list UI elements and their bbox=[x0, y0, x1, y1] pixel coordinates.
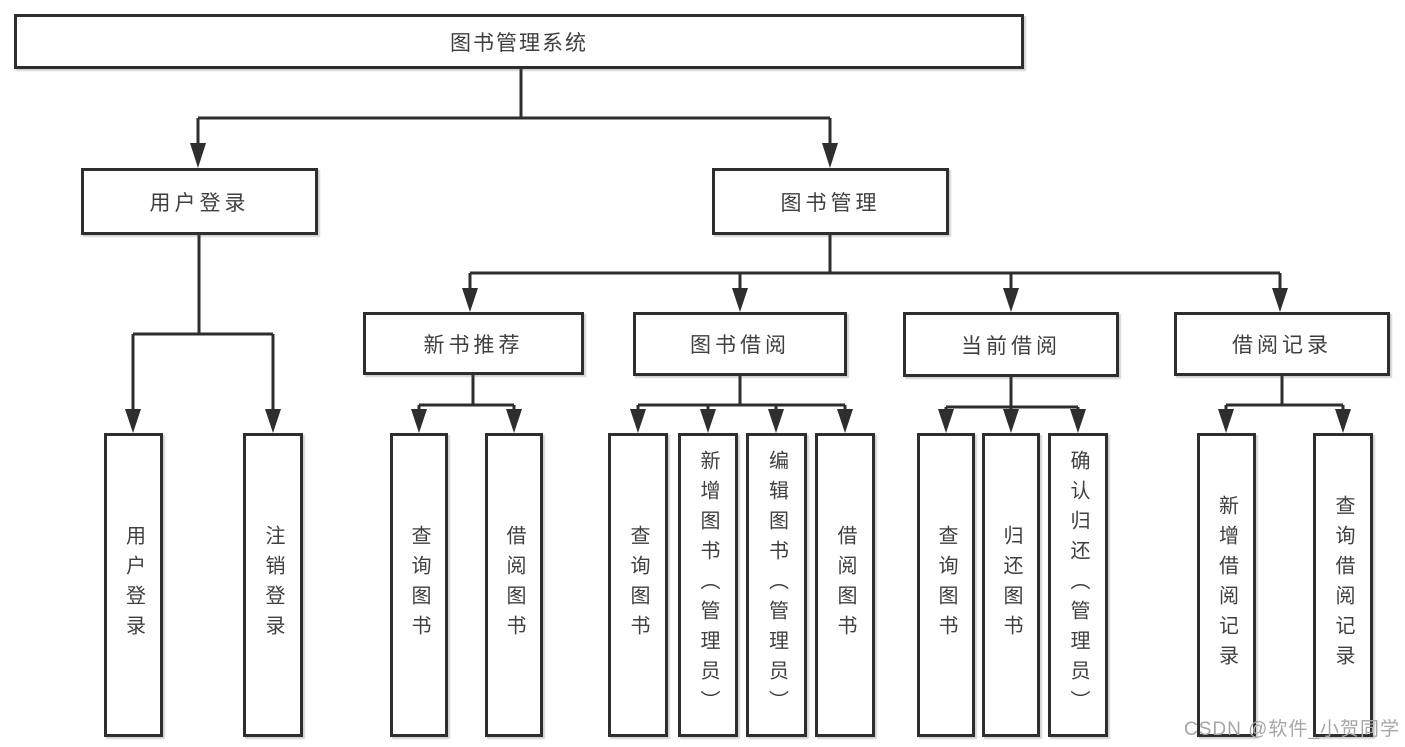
leaf-add-book-admin: 新增图书（管理员） bbox=[678, 433, 738, 737]
arrowhead-icon bbox=[1003, 288, 1019, 312]
arrowhead-icon bbox=[1218, 409, 1234, 433]
node-root: 图书管理系统 bbox=[14, 14, 1024, 69]
leaf-query-book-new: 查询图书 bbox=[390, 433, 448, 737]
node-book-management: 图书管理 bbox=[712, 168, 949, 235]
arrowheads bbox=[125, 143, 1351, 433]
node-user-login: 用户登录 bbox=[81, 168, 318, 235]
node-current-borrow: 当前借阅 bbox=[903, 312, 1119, 377]
arrowhead-icon bbox=[506, 409, 522, 433]
leaf-edit-book-admin: 编辑图书（管理员） bbox=[746, 433, 807, 737]
leaf-return-book: 归还图书 bbox=[982, 433, 1040, 737]
leaf-user-login: 用户登录 bbox=[104, 433, 163, 737]
arrowhead-icon bbox=[462, 288, 478, 312]
leaf-logout: 注销登录 bbox=[243, 433, 303, 737]
leaf-query-book-current: 查询图书 bbox=[917, 433, 975, 737]
arrowhead-icon bbox=[265, 409, 281, 433]
arrowhead-icon bbox=[837, 409, 853, 433]
leaf-confirm-return-admin: 确认归还（管理员） bbox=[1048, 433, 1108, 737]
watermark: CSDN @软件_小贺同学 bbox=[1184, 719, 1400, 740]
arrowhead-icon bbox=[630, 409, 646, 433]
arrowhead-icon bbox=[938, 409, 954, 433]
leaf-add-borrow-record: 新增借阅记录 bbox=[1197, 433, 1256, 737]
arrowhead-icon bbox=[768, 409, 784, 433]
arrowhead-icon bbox=[700, 409, 716, 433]
leaf-borrow-book: 借阅图书 bbox=[815, 433, 875, 737]
arrowhead-icon bbox=[411, 409, 427, 433]
arrowhead-icon bbox=[822, 143, 838, 168]
leaf-query-borrow-record: 查询借阅记录 bbox=[1313, 433, 1373, 737]
leaf-borrow-book-new: 借阅图书 bbox=[485, 433, 543, 737]
leaf-query-book-borrow: 查询图书 bbox=[608, 433, 668, 737]
arrowhead-icon bbox=[1070, 409, 1086, 433]
arrowhead-icon bbox=[1272, 288, 1288, 312]
node-book-borrow: 图书借阅 bbox=[633, 312, 847, 376]
arrowhead-icon bbox=[1335, 409, 1351, 433]
node-borrow-records: 借阅记录 bbox=[1174, 312, 1390, 376]
arrowhead-icon bbox=[125, 409, 141, 433]
node-new-book-recommend: 新书推荐 bbox=[363, 312, 584, 375]
arrowhead-icon bbox=[190, 143, 206, 168]
arrowhead-icon bbox=[732, 288, 748, 312]
arrowhead-icon bbox=[1003, 409, 1019, 433]
